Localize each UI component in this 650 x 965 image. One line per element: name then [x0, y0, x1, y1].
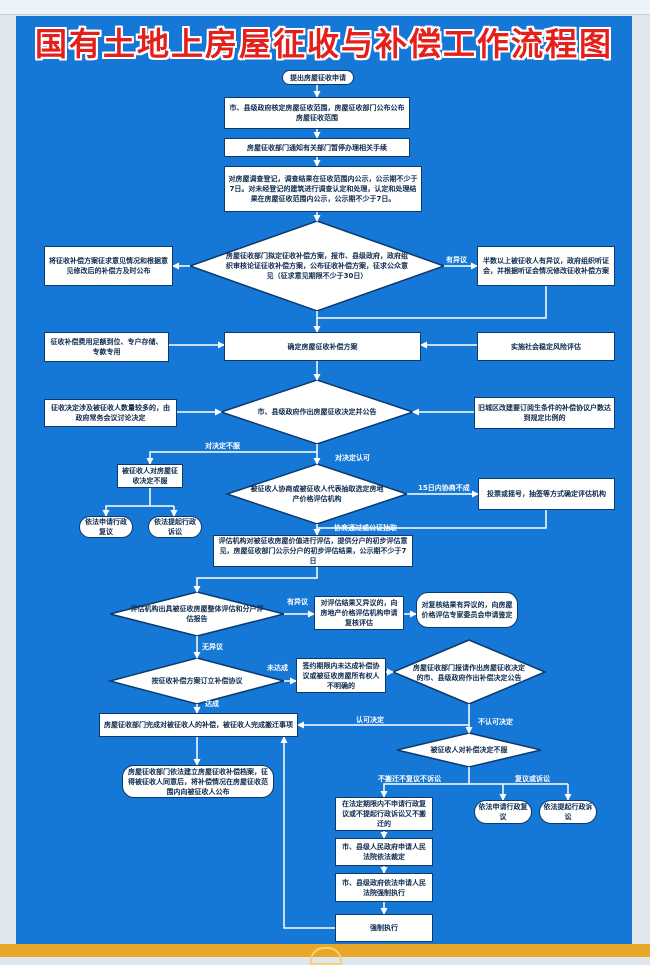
edge-label-reached: 达成: [205, 700, 219, 708]
node-risk-assessment: 实施社会稳定风险评估: [477, 332, 615, 361]
node-admin-lawsuit-2-text: 依法提起行政诉讼: [543, 803, 593, 821]
node-suspend-procedures: 房屋征收部门通知有关部门暂停办理相关手续: [224, 138, 410, 157]
node-old-city-reconstruction-text: 旧城区改建要订阅生条件的补偿协议户数达到规定比例的: [478, 404, 611, 422]
node-no-appeal-text: 在法定期限内不申请行政复议或不提起行政诉讼又不搬迁的: [342, 800, 426, 828]
node-review-appraisal-text: 对评估结果又异议的，向房地产价格评估机构申请复核评估: [320, 599, 398, 627]
edge-label-no-objection: 无异议: [202, 643, 223, 651]
node-survey-registration: 对房屋调查登记，调查结果在征收范围内公示，公示期不少于7日。对未经登记的建筑进行…: [224, 166, 422, 212]
node-no-agreement-text: 签约期限内未达成补偿协议或被征收房屋所有权人不明确的: [302, 661, 380, 690]
node-no-agreement: 签约期限内未达成补偿协议或被征收房屋所有权人不明确的: [296, 658, 386, 693]
top-bar: [0, 0, 650, 15]
connector-lines: [102, 84, 572, 929]
ring-decoration: [310, 947, 342, 965]
edge-label-not-reached: 未达成: [267, 664, 288, 672]
node-admin-lawsuit-1-text: 依法提起行政诉讼: [154, 518, 196, 536]
diagram-title: 国有土地上房屋征收与补偿工作流程图: [34, 25, 613, 63]
node-admin-review-2: 依法申请行政复议: [474, 800, 532, 824]
node-define-scope: 市、县级政府核定房屋征收范围，房屋征收部门公布公布房屋征收范围: [224, 97, 410, 129]
decision-sign-agreement-text: 按征收补偿方案订立补偿协议: [151, 677, 243, 685]
edge-label-objection-2: 有异议: [287, 598, 308, 606]
node-admin-review-1-text: 依法申请行政复议: [85, 518, 127, 536]
decision-disagree-compensation-text: 被征收人对补偿决定不服: [430, 746, 508, 754]
node-confirm-plan: 确定房屋征收补偿方案: [224, 332, 421, 361]
edge-label-disagree-decision: 对决定不服: [205, 442, 240, 450]
decision-draft-plan-text: 房屋征收部门拟定征收补偿方案，报市、县级政府，政府组织审核论证征收补偿方案，公布…: [226, 252, 408, 280]
node-complete-compensation: 房屋征收部门完成对被征收人的补偿，被征收人完成搬迁事项: [99, 713, 298, 737]
node-suspend-procedures-text: 房屋征收部门通知有关部门暂停办理相关手续: [247, 143, 387, 152]
node-define-scope-text: 市、县级政府核定房屋征收范围，房屋征收部门公布公布房屋征收范围: [229, 104, 405, 122]
decision-expropriation-decision-text: 市、县级政府作出房屋征收决定并公告: [257, 408, 377, 416]
node-apply: 提出房屋征收申请: [282, 70, 354, 85]
node-archive: 房屋征收部门依法建立房屋征收补偿档案，征得被征收人同意后，将补偿情况在房屋征收范…: [122, 765, 274, 798]
node-no-appeal: 在法定期限内不申请行政复议或不提起行政诉讼又不搬迁的: [335, 797, 433, 831]
node-admin-lawsuit-2: 依法提起行政诉讼: [539, 800, 597, 824]
edge-label-agreed-or-notarized: 协商通过或公证抽取: [334, 524, 397, 532]
edge-label-appeal: 复议或诉讼: [515, 775, 550, 783]
node-expert-committee-text: 对复核结果有异议的，向房屋价格评估专家委员会申请鉴定: [421, 601, 513, 619]
decision-compensation-decision-text: 房屋征收部门报请作出房屋征收决定的市、县级政府作出补偿决定公告: [413, 664, 525, 682]
node-publish-opinions: 将征收补偿方案征求意见情况和根据意见修改后的补偿方及时公布: [44, 246, 173, 286]
edge-label-no-move-no-appeal: 不搬迁不复议不诉讼: [378, 775, 441, 783]
node-funds-in-place-text: 征收补偿费用足额到位、专户存储、专款专用: [50, 338, 163, 356]
node-enforcement: 强制执行: [335, 914, 433, 942]
node-survey-registration-text: 对房屋调查登记，调查结果在征收范围内公示，公示期不少于7日。对未经登记的建筑进行…: [228, 175, 418, 203]
node-review-appraisal: 对评估结果又异议的，向房地产价格评估机构申请复核评估: [314, 596, 404, 630]
node-disagree-decision-text: 被征收人对房屋征收决定不服: [122, 467, 178, 485]
node-publish-opinions-text: 将征收补偿方案征求意见情况和根据意见修改后的补偿方及时公布: [49, 257, 168, 275]
node-expert-committee: 对复核结果有异议的，向房屋价格评估专家委员会申请鉴定: [416, 592, 518, 628]
node-lottery-select: 投票或摇号，抽签等方式确定评估机构: [478, 478, 615, 510]
node-hearing-text: 半数以上被征收人有异议，政府组织听证会，并根据听证会情况修改征收补偿方案: [483, 257, 609, 275]
bottom-bar: [0, 944, 650, 965]
edge-label-objection-1: 有异议: [446, 256, 467, 264]
node-executive-meeting-text: 征收决定涉及被征收人数量较多的，由政府常务会议讨论决定: [51, 404, 170, 422]
node-apply-enforcement-text: 市、县级政府依法申请人民法院强制执行: [342, 878, 426, 897]
node-archive-text: 房屋征收部门依法建立房屋征收补偿档案，征得被征收人同意后，将补偿情况在房屋征收范…: [128, 767, 268, 796]
node-executive-meeting: 征收决定涉及被征收人数量较多的，由政府常务会议讨论决定: [44, 399, 177, 427]
node-lottery-select-text: 投票或摇号，抽签等方式确定评估机构: [487, 490, 606, 498]
node-disagree-decision: 被征收人对房屋征收决定不服: [117, 464, 183, 488]
node-court-ruling-text: 市、县级人民政府申请人民法院依法裁定: [342, 843, 426, 861]
node-hearing: 半数以上被征收人有异议，政府组织听证会，并根据听证会情况修改征收补偿方案: [477, 246, 615, 286]
node-admin-lawsuit-1: 依法提起行政诉讼: [148, 516, 202, 538]
node-old-city-reconstruction: 旧城区改建要订阅生条件的补偿协议户数达到规定比例的: [474, 397, 615, 429]
node-admin-review-2-text: 依法申请行政复议: [478, 803, 528, 821]
node-apply-enforcement: 市、县级政府依法申请人民法院强制执行: [335, 873, 433, 902]
edge-label-accept-decision: 对决定认可: [335, 454, 370, 462]
edge-label-reject-compensation: 不认可决定: [478, 718, 513, 726]
node-funds-in-place: 征收补偿费用足额到位、专户存储、专款专用: [44, 332, 169, 362]
node-preliminary-appraisal-text: 评估机构对被征收房屋价值进行评估，提供分户的初步评估意见，房屋征收部门公示分户的…: [218, 537, 408, 565]
node-complete-compensation-text: 房屋征收部门完成对被征收人的补偿，被征收人完成搬迁事项: [104, 721, 293, 729]
node-risk-assessment-text: 实施社会稳定风险评估: [511, 342, 581, 351]
edge-label-accept-compensation: 认可决定: [356, 716, 384, 724]
node-apply-text: 提出房屋征收申请: [290, 73, 346, 82]
node-enforcement-text: 强制执行: [370, 924, 398, 932]
edge-label-15-days: 15日内协商不成: [418, 484, 470, 492]
node-admin-review-1: 依法申请行政复议: [79, 516, 133, 538]
node-court-ruling: 市、县级人民政府申请人民法院依法裁定: [335, 838, 433, 866]
decision-select-appraiser-text: 被征收人协商或被征收人代表抽取选定房地产价格评估机构: [250, 485, 384, 503]
node-confirm-plan-text: 确定房屋征收补偿方案: [287, 342, 358, 351]
node-preliminary-appraisal: 评估机构对被征收房屋价值进行评估，提供分户的初步评估意见，房屋征收部门公示分户的…: [213, 535, 413, 567]
decision-appraisal-report-text: 评估机构出具被征收房屋整体评估和分户评估报告: [130, 605, 264, 623]
